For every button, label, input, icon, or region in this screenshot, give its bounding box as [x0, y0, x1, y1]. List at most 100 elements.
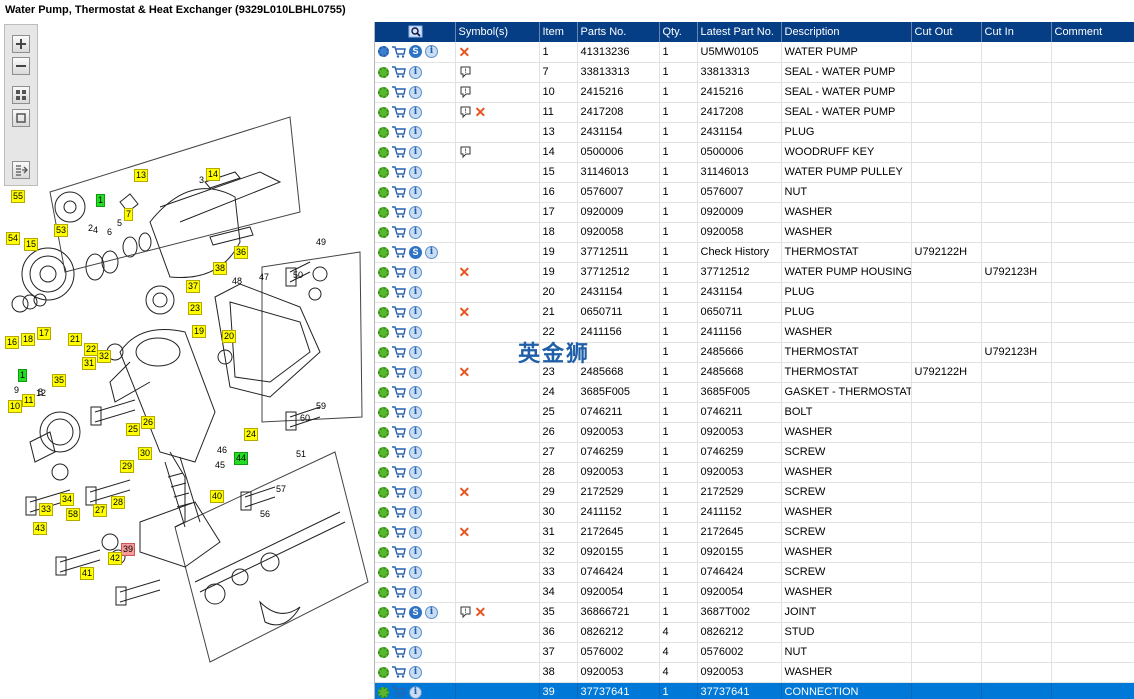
info-icon[interactable]: i: [425, 245, 438, 259]
column-header-cut-out[interactable]: Cut Out: [911, 22, 982, 42]
info-icon[interactable]: i: [409, 505, 422, 519]
cart-icon[interactable]: [392, 486, 406, 498]
cart-icon[interactable]: [392, 66, 406, 78]
callout-1[interactable]: 1: [96, 194, 106, 207]
cart-icon[interactable]: [392, 266, 406, 278]
gear-icon[interactable]: [378, 86, 389, 98]
cart-icon[interactable]: [392, 506, 406, 518]
info-icon[interactable]: i: [409, 85, 422, 99]
supersession-icon[interactable]: S: [409, 245, 422, 259]
gear-icon[interactable]: [378, 246, 389, 258]
callout-11[interactable]: 11: [22, 394, 36, 407]
gear-icon[interactable]: [378, 446, 389, 458]
gear-icon[interactable]: [378, 66, 389, 78]
gear-icon[interactable]: [378, 206, 389, 218]
gear-icon[interactable]: [378, 606, 389, 618]
callout-28[interactable]: 28: [111, 496, 126, 509]
info-icon[interactable]: i: [409, 125, 422, 139]
column-header-item[interactable]: Item: [539, 22, 578, 42]
info-icon[interactable]: i: [409, 325, 422, 339]
info-icon[interactable]: i: [409, 585, 422, 599]
callout-40[interactable]: 40: [210, 490, 225, 503]
note-icon[interactable]: !: [459, 86, 472, 99]
cart-icon[interactable]: [392, 46, 406, 58]
info-icon[interactable]: i: [409, 345, 422, 359]
info-icon[interactable]: i: [409, 365, 422, 379]
callout-25[interactable]: 25: [126, 423, 141, 436]
gear-icon[interactable]: [378, 506, 389, 518]
cart-icon[interactable]: [392, 86, 406, 98]
info-icon[interactable]: i: [409, 385, 422, 399]
callout-15[interactable]: 15: [24, 238, 39, 251]
callout-54[interactable]: 54: [6, 232, 21, 245]
gears-icon[interactable]: [378, 46, 389, 58]
cart-icon[interactable]: [392, 366, 406, 378]
cart-icon[interactable]: [392, 546, 406, 558]
callout-10[interactable]: 10: [8, 400, 23, 413]
gear-icon[interactable]: [378, 346, 389, 358]
callout-26[interactable]: 26: [141, 416, 156, 429]
cart-icon[interactable]: [392, 126, 406, 138]
column-header-comment[interactable]: Comment: [1051, 22, 1134, 42]
info-icon[interactable]: i: [409, 105, 422, 119]
cart-icon[interactable]: [392, 386, 406, 398]
callout-30[interactable]: 30: [138, 447, 153, 460]
info-icon[interactable]: i: [409, 445, 422, 459]
gear-icon[interactable]: [378, 146, 389, 158]
supersession-icon[interactable]: S: [409, 45, 422, 59]
callout-19[interactable]: 19: [192, 325, 207, 338]
callout-42[interactable]: 42: [108, 552, 123, 565]
callout-29[interactable]: 29: [120, 460, 135, 473]
gear-icon[interactable]: [378, 386, 389, 398]
callout-37[interactable]: 37: [186, 280, 201, 293]
column-header-description[interactable]: Description: [781, 22, 912, 42]
info-icon[interactable]: i: [409, 685, 422, 699]
callout-55[interactable]: 55: [11, 190, 26, 203]
column-header-cut-in[interactable]: Cut In: [981, 22, 1052, 42]
column-header-actions[interactable]: [375, 22, 456, 42]
cart-icon[interactable]: [392, 586, 406, 598]
gear-icon[interactable]: [378, 566, 389, 578]
callout-13[interactable]: 13: [134, 169, 149, 182]
info-icon[interactable]: i: [409, 305, 422, 319]
callout-35[interactable]: 35: [52, 374, 67, 387]
gear-icon[interactable]: [378, 266, 389, 278]
info-icon[interactable]: i: [409, 285, 422, 299]
callout-34[interactable]: 34: [60, 493, 75, 506]
gear-icon[interactable]: [378, 466, 389, 478]
info-icon[interactable]: i: [409, 405, 422, 419]
callout-31[interactable]: 31: [82, 357, 97, 370]
column-header-parts-no[interactable]: Parts No.: [577, 22, 660, 42]
cart-icon[interactable]: [392, 646, 406, 658]
callout-44[interactable]: 44: [234, 452, 249, 465]
info-icon[interactable]: i: [409, 425, 422, 439]
callout-36[interactable]: 36: [234, 246, 249, 259]
callout-18[interactable]: 18: [21, 333, 36, 346]
gear-icon[interactable]: [378, 626, 389, 638]
info-icon[interactable]: i: [409, 485, 422, 499]
gear-icon[interactable]: [378, 546, 389, 558]
callout-27[interactable]: 27: [93, 504, 108, 517]
gear-icon[interactable]: [378, 166, 389, 178]
info-icon[interactable]: i: [425, 45, 438, 59]
gear-icon[interactable]: [378, 666, 389, 678]
gear-icon[interactable]: [378, 526, 389, 538]
